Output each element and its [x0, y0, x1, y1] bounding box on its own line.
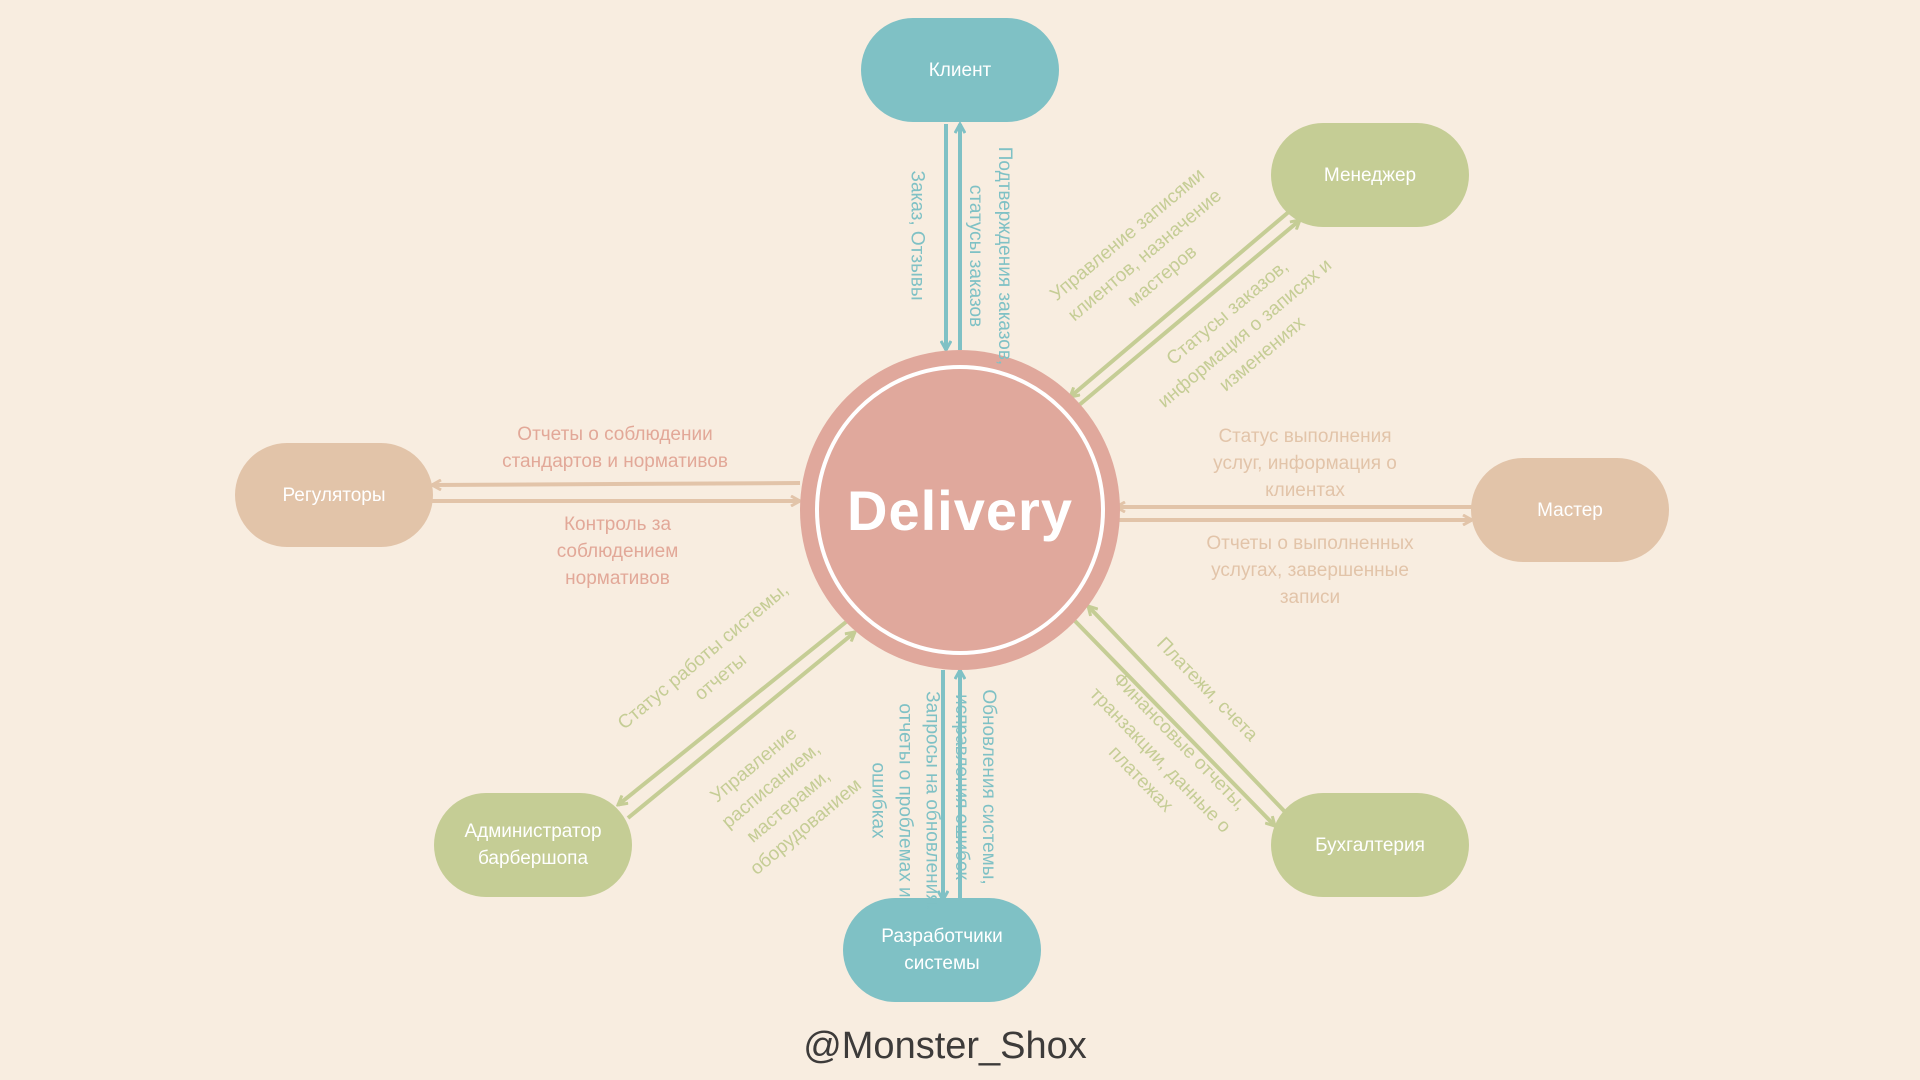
label-system-to-client: Подтверждения заказов, статусы заказов [965, 146, 1015, 366]
author-watermark: @Monster_Shox [803, 1025, 1087, 1067]
arrow-system-to-regulators [432, 483, 801, 485]
label-system-to-regulators: Отчеты о соблюдении стандартов и нормати… [502, 424, 728, 472]
arrow-system-to-accounting [1073, 619, 1275, 826]
node-regulators[interactable]: Регуляторы [235, 443, 433, 547]
arrow-system-to-manager [1076, 220, 1300, 408]
node-admin[interactable]: Администратор барбершопа [434, 793, 632, 897]
arrow-accounting-to-system [1088, 606, 1289, 816]
node-developers[interactable]: Разработчики системы [843, 898, 1041, 1002]
label-system-to-master: Статус выполнения услуг, информация о кл… [1213, 426, 1397, 501]
label-client-to-system: Заказ, Отзывы [906, 170, 928, 301]
center-circle-outer [800, 350, 1120, 670]
node-client[interactable]: Клиент [861, 18, 1059, 122]
label-system-to-developers: Запросы на обновления, отчеты о проблема… [867, 691, 943, 910]
node-master[interactable]: Мастер [1471, 458, 1669, 562]
node-accounting[interactable]: Бухгалтерия [1271, 793, 1469, 897]
label-master-to-system: Отчеты о выполненных услугах, завершенны… [1206, 533, 1414, 608]
arrow-system-to-admin [618, 620, 848, 805]
arrow-admin-to-system [626, 632, 855, 820]
node-manager[interactable]: Менеджер [1271, 123, 1469, 227]
center-process-title: Delivery [847, 478, 1073, 542]
arrow-manager-to-system [1070, 208, 1293, 397]
label-developers-to-system: Обновления системы, исправления ошибок [951, 689, 999, 885]
center-circle-ring [815, 365, 1105, 655]
label-regulators-to-system: Контроль за соблюдением нормативов [556, 514, 679, 589]
